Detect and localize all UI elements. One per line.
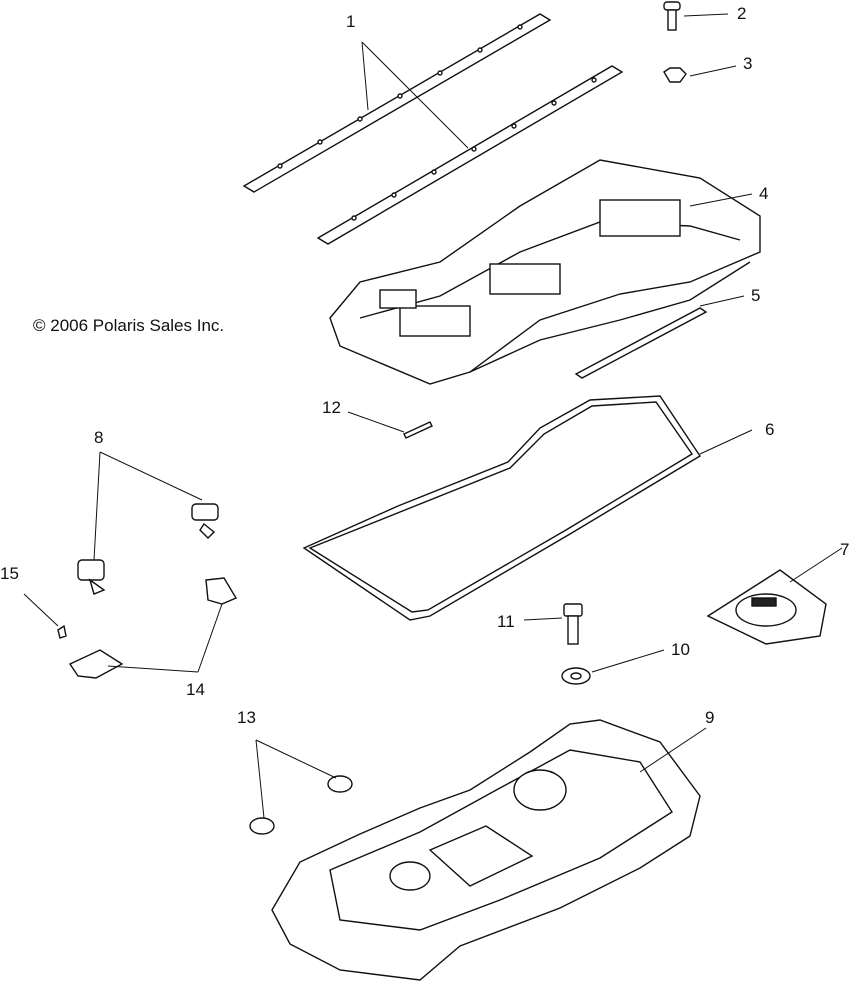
part-15-fastener xyxy=(57,624,67,639)
part-1-seal-strips xyxy=(242,13,624,245)
callout-1: 1 xyxy=(346,12,356,31)
callout-7: 7 xyxy=(840,540,850,559)
part-6-gasket xyxy=(302,395,701,621)
callout-4: 4 xyxy=(759,184,769,203)
part-4-upper-housing xyxy=(329,159,761,385)
callout-14: 14 xyxy=(186,680,205,699)
callout-5: 5 xyxy=(751,286,761,305)
callout-6: 6 xyxy=(765,420,775,439)
callout-11: 11 xyxy=(497,612,515,631)
copyright-text: © 2006 Polaris Sales Inc. xyxy=(33,316,225,335)
callout-8: 8 xyxy=(94,428,104,447)
part-3-nut xyxy=(663,67,687,83)
part-2-screw xyxy=(663,1,681,31)
part-11-bolt xyxy=(563,603,583,645)
callout-3: 3 xyxy=(743,54,753,73)
callout-10: 10 xyxy=(671,640,690,659)
callout-15: 15 xyxy=(0,564,19,583)
part-12-pin xyxy=(403,421,433,439)
part-10-washer xyxy=(561,667,591,685)
part-8-clips xyxy=(77,503,219,595)
part-13-plugs xyxy=(249,775,353,835)
part-7-cover-plate xyxy=(706,569,827,645)
part-14-brackets xyxy=(68,577,238,679)
part-5-strip xyxy=(574,307,708,379)
callout-2: 2 xyxy=(737,4,747,23)
callout-9: 9 xyxy=(705,708,715,727)
callout-13: 13 xyxy=(237,708,256,727)
part-9-lower-pan xyxy=(271,719,701,981)
callout-12: 12 xyxy=(322,398,341,417)
